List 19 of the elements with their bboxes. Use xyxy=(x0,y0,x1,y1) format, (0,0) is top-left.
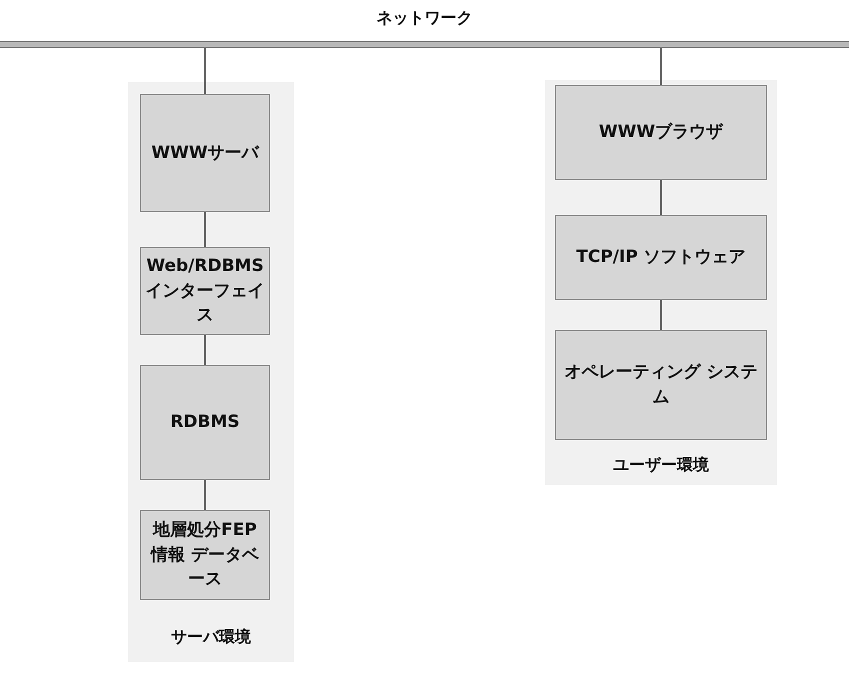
connector-line xyxy=(204,48,206,94)
environment-label: サーバ環境 xyxy=(171,627,251,646)
environment-panel xyxy=(128,82,294,662)
component-box: Web/RDBMS インターフェイス xyxy=(140,247,270,335)
connector-line xyxy=(660,48,662,85)
environment-panel xyxy=(545,80,777,485)
component-box: TCP/IP ソフトウェア xyxy=(555,215,767,300)
component-box: 地層処分FEP情報 データベース xyxy=(140,510,270,600)
connector-line xyxy=(660,180,662,215)
connector-line xyxy=(660,300,662,330)
network-label: ネットワーク xyxy=(376,8,472,27)
component-box: オペレーティング システム xyxy=(555,330,767,440)
component-box: WWWサーバ xyxy=(140,94,270,212)
environment-label: ユーザー環境 xyxy=(613,455,709,474)
connector-line xyxy=(204,212,206,247)
connector-line xyxy=(204,480,206,510)
connector-line xyxy=(204,335,206,365)
component-box: RDBMS xyxy=(140,365,270,480)
component-box: WWWブラウザ xyxy=(555,85,767,180)
